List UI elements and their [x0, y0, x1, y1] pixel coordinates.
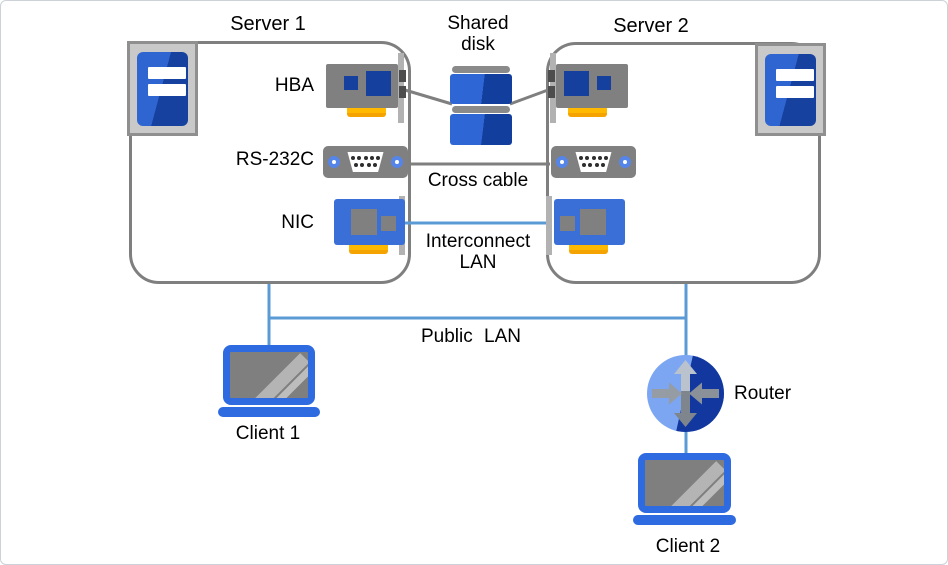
- screw: [391, 156, 403, 168]
- nic-chip-large: [351, 209, 377, 235]
- hba-port: [548, 86, 555, 98]
- hba-edge-connector: [347, 108, 386, 117]
- public-lan-label: Public LAN: [421, 326, 521, 347]
- laptop-screen: [223, 345, 315, 405]
- shared-disk-label: Shared disk: [447, 13, 509, 55]
- laptop-screen: [638, 453, 731, 513]
- nic-label: NIC: [281, 212, 314, 233]
- server2-rs232c-icon: [551, 146, 636, 178]
- disk-cap: [452, 106, 510, 113]
- screw: [556, 156, 568, 168]
- client2-label: Client 2: [655, 536, 721, 557]
- router-label: Router: [734, 383, 792, 404]
- screw: [619, 156, 631, 168]
- hba-chip-small: [344, 76, 358, 90]
- nic-edge-connector: [349, 245, 388, 254]
- laptop-base: [633, 515, 736, 525]
- router-arrow-right: [652, 382, 682, 405]
- nic-bracket: [546, 196, 552, 255]
- nic-chip-small: [560, 216, 575, 231]
- dsub-socket: [575, 152, 612, 172]
- hba-label: HBA: [274, 75, 314, 96]
- hba2-disk-link: [509, 88, 549, 106]
- hba-port: [548, 70, 555, 82]
- hba1-disk-link: [404, 88, 453, 106]
- server2-title: Server 2: [613, 15, 689, 37]
- hba-chip-large: [366, 71, 391, 96]
- disk-body: [450, 114, 512, 145]
- hba-port: [399, 86, 406, 98]
- server1-tower-icon: [127, 41, 198, 136]
- nic-chip-large: [580, 209, 606, 235]
- server2-tower-icon: [755, 43, 826, 136]
- hba-port: [399, 70, 406, 82]
- screw: [328, 156, 340, 168]
- server1-title: Server 1: [230, 13, 306, 35]
- router-icon: [647, 355, 724, 432]
- hba-chip-large: [564, 71, 589, 96]
- disk-body: [450, 74, 512, 104]
- disk-cap: [452, 66, 510, 73]
- client1-label: Client 1: [235, 423, 301, 444]
- rs232c-label: RS-232C: [235, 149, 314, 170]
- tower-slot: [776, 69, 814, 81]
- nic-chip-small: [381, 216, 396, 231]
- router-arrow-left: [689, 382, 719, 405]
- cross-cable-label: Cross cable: [427, 170, 529, 191]
- hba-edge-connector: [568, 108, 607, 117]
- laptop-base: [218, 407, 320, 417]
- interconnect-lan-label: Interconnect LAN: [425, 231, 531, 273]
- router-arrow-up: [674, 360, 697, 397]
- nic-edge-connector: [569, 245, 608, 254]
- dsub-socket: [347, 152, 384, 172]
- server1-rs232c-icon: [323, 146, 408, 178]
- hba-chip-small: [597, 76, 611, 90]
- tower-slot: [148, 84, 186, 96]
- router-arrow-down: [674, 391, 697, 427]
- tower-slot: [776, 86, 814, 98]
- tower-slot: [148, 67, 186, 79]
